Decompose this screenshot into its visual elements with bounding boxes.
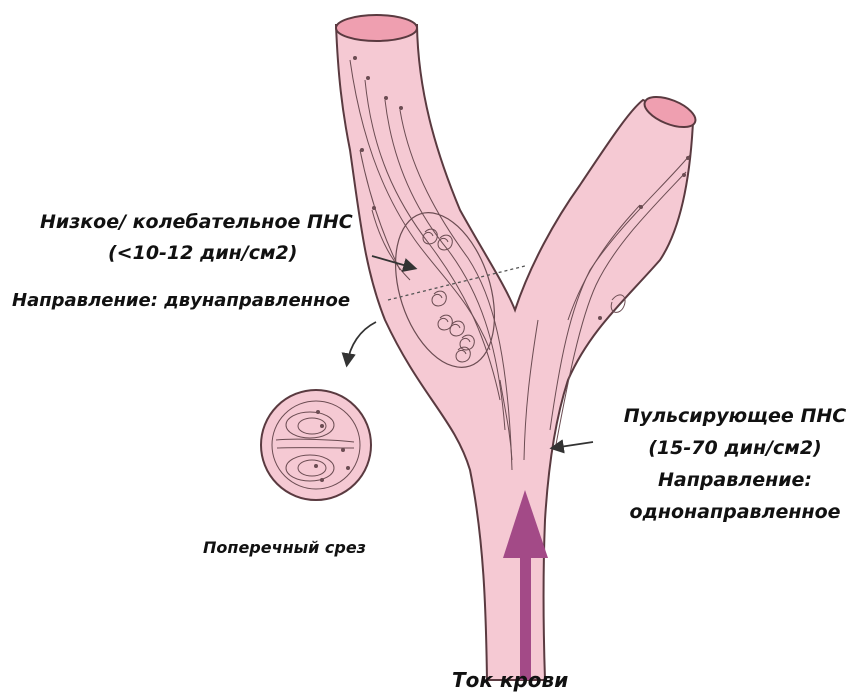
pulsatile-range: (15-70 дин/см2)	[610, 437, 860, 459]
low-shear-direction: Направление: двунаправленное	[12, 290, 350, 311]
blood-flow-label: Ток крови	[452, 668, 568, 692]
low-shear-range: (<10-12 дин/см2)	[108, 242, 297, 264]
cross-section-label: Поперечный срез	[203, 538, 366, 557]
cross-section-pointer-arrow	[347, 322, 376, 364]
low-shear-title: Низкое/ колебательное ПНС	[40, 211, 353, 233]
pulsatile-direction-label: Направление:	[610, 469, 860, 491]
pulsatile-pointer-arrow	[553, 442, 593, 448]
pulsatile-direction-value: однонаправленное	[610, 501, 860, 523]
vessel-body	[336, 25, 693, 680]
left-branch-opening	[336, 15, 417, 41]
pulsatile-title: Пульсирующее ПНС	[610, 405, 860, 427]
cross-section-disc	[261, 390, 371, 500]
